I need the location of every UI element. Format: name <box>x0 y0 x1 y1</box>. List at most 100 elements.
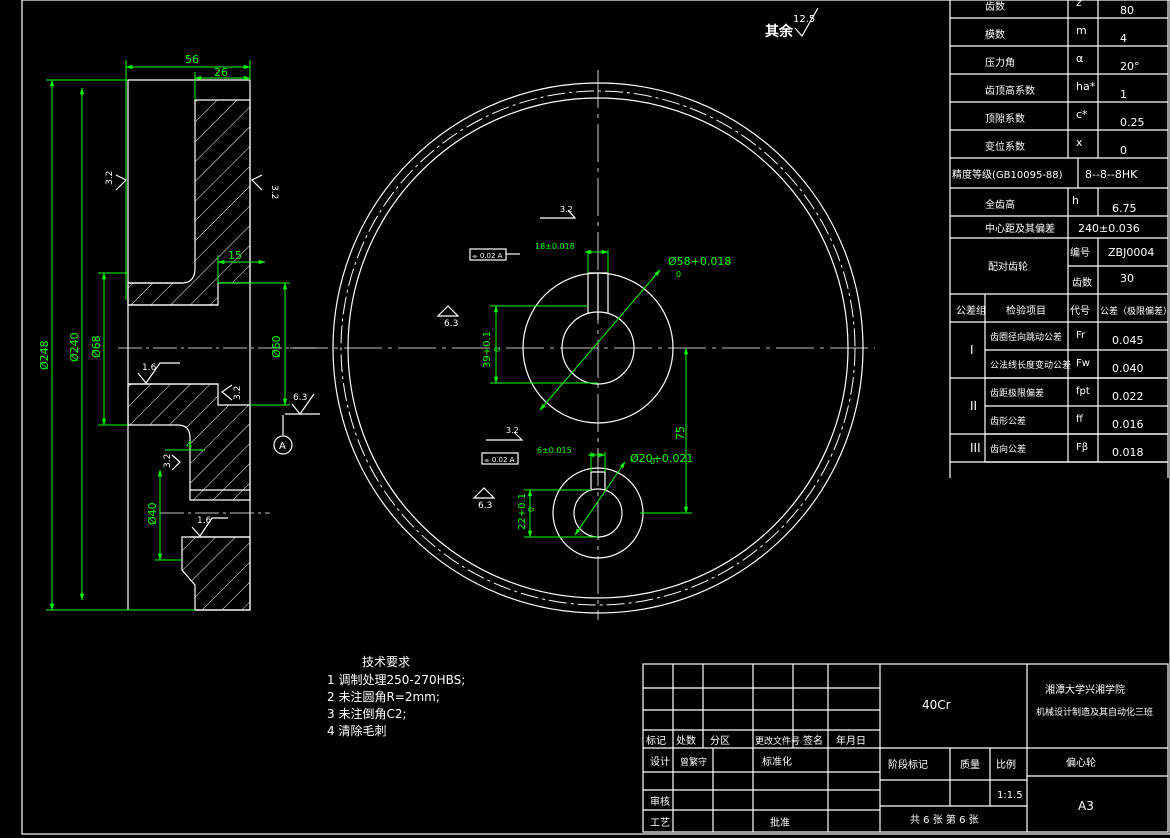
full-depth-symbol: h <box>1072 194 1079 207</box>
param-symbol-2: α <box>1076 52 1083 65</box>
param-value-4: 0.25 <box>1120 116 1145 129</box>
tb-class: 机械设计制造及其自动化三班 <box>1036 706 1153 718</box>
tb-stage: 阶段标记 <box>888 758 928 771</box>
hole1-depth-tol: 0 <box>493 347 502 352</box>
tol-item-1-1: 齿形公差 <box>990 415 1026 427</box>
tb-designer: 曾繁守 <box>680 756 707 768</box>
param-symbol-0: z <box>1076 0 1082 9</box>
tol-code-2-0: Fβ <box>1076 442 1088 453</box>
mating-teeth-value: 30 <box>1120 272 1134 285</box>
tol-group-2: III <box>970 441 981 455</box>
tb-rev-mark: 标记 <box>646 735 666 747</box>
tol-value-1-0: 0.022 <box>1112 390 1144 403</box>
svg-text:⌯ 0.02 A: ⌯ 0.02 A <box>484 456 515 464</box>
tol-code-1-1: ff <box>1076 414 1084 425</box>
hole1-width-dim: 18±0.018 <box>535 242 575 251</box>
tol-item-2-0: 齿向公差 <box>990 443 1026 455</box>
param-symbol-5: x <box>1076 136 1083 149</box>
hole1-diameter-tol: 0 <box>676 270 681 279</box>
dim-15: 15 <box>228 249 242 262</box>
datum-a: A <box>279 441 286 452</box>
tol-header-group: 公差组 <box>956 304 986 317</box>
tech-req-item-1: 1 调制处理250-270HBS; <box>327 673 465 687</box>
tb-scale-label: 比例 <box>996 758 1016 771</box>
param-symbol-4: c* <box>1076 108 1088 121</box>
hole2-depth-dim: 22+0.1 <box>517 493 528 530</box>
dim-4: 4 <box>186 440 192 451</box>
tol-item-0-0: 齿圈径向跳动公差 <box>990 331 1062 343</box>
center-dist-label: 中心距及其偏差 <box>985 222 1055 235</box>
tol-group-1: II <box>970 399 977 413</box>
tol-item-1-0: 齿距极限偏差 <box>990 387 1044 399</box>
hole1-roughness-6-3: 6.3 <box>444 319 458 329</box>
hole1-depth-dim: 39+0.1 <box>482 331 493 368</box>
dim-d240: Ø240 <box>68 332 81 362</box>
precision-value: 8--8--8HK <box>1085 168 1138 181</box>
tb-review: 审核 <box>650 795 670 808</box>
tol-value-1-1: 0.016 <box>1112 418 1144 431</box>
tb-school: 湘潭大学兴湘学院 <box>1045 683 1125 696</box>
tol-value-2-0: 0.018 <box>1112 446 1144 459</box>
tb-size: A3 <box>1078 799 1094 813</box>
hole2-width-dim: 6±0.015 <box>537 446 572 455</box>
hole2-roughness-6-3: 6.3 <box>478 501 492 511</box>
roughness-1-6-a: 1.6 <box>142 363 157 373</box>
tol-value-0-1: 0.040 <box>1112 362 1144 375</box>
param-value-3: 1 <box>1120 88 1127 101</box>
svg-text:⌯ 0.02 A: ⌯ 0.02 A <box>472 252 503 260</box>
tol-code-0-1: Fw <box>1076 358 1090 369</box>
roughness-rest-label: 其余 <box>765 23 794 40</box>
tb-sheets: 共 6 张 第 6 张 <box>910 813 979 826</box>
tb-material: 40Cr <box>922 698 951 712</box>
title-block: 标记 处数 分区 更改文件号 签名 年月日 设计 曾繁守 标准化 审核 工艺 批… <box>642 663 1169 833</box>
tol-group-0: I <box>970 343 974 357</box>
tb-design: 设计 <box>650 755 670 768</box>
tb-rev-date: 年月日 <box>836 734 866 747</box>
param-value-2: 20° <box>1120 60 1140 73</box>
tech-req-item-4: 4 清除毛刺 <box>327 723 386 738</box>
roughness-3-2-right: 3.2 <box>269 185 279 199</box>
mating-code-label: 编号 <box>1070 246 1090 259</box>
tech-requirements: 技术要求 1 调制处理250-270HBS; 2 未注圆角R=2mm; 3 未注… <box>327 655 465 738</box>
tol-header-item: 检验项目 <box>1006 304 1046 317</box>
tb-weight: 质量 <box>960 759 980 771</box>
hole2-depth-tol: 0 <box>527 507 536 512</box>
tb-rev-sign: 签名 <box>803 734 823 747</box>
dim-56: 56 <box>185 53 199 66</box>
param-name-3: 齿顶高系数 <box>985 84 1035 97</box>
roughness-3-2-lower: 3.2 <box>163 454 173 468</box>
param-name-4: 顶隙系数 <box>985 112 1025 125</box>
roughness-3-2-bore: 3.2 <box>233 386 243 400</box>
param-name-5: 变位系数 <box>985 140 1025 153</box>
full-depth-label: 全齿高 <box>985 198 1015 211</box>
hole2-tolerance-frame: ⌯ 0.02 A <box>481 452 519 465</box>
dim-d40: Ø40 <box>146 502 159 525</box>
dim-26: 26 <box>214 66 228 79</box>
hole2-diameter-dim: Ø20+0.021 <box>630 452 693 465</box>
tol-item-0-1: 公法线长度变动公差 <box>990 359 1071 371</box>
hatch-upper-web <box>127 99 251 306</box>
roughness-1-6-b: 1.6 <box>197 516 212 526</box>
tb-craft: 工艺 <box>650 817 670 829</box>
hole1-diameter-dim: Ø58+0.018 <box>668 255 731 268</box>
full-depth-value: 6.75 <box>1112 202 1137 215</box>
hole2-diameter-tol: 0 <box>650 457 655 466</box>
front-view: 18±0.018 Ø58+0.018 0 39+0.1 0 ⌯ 0.02 A 3… <box>290 70 875 620</box>
tol-code-1-0: fpt <box>1076 386 1090 397</box>
hatch-bottom-hub <box>181 536 251 611</box>
param-value-0: 80 <box>1120 4 1134 17</box>
dim-d68: Ø68 <box>90 335 103 358</box>
drawing-frame <box>21 0 1170 835</box>
side-section-view: 56 26 Ø248 Ø240 Ø68 Ø60 15 Ø40 <box>38 53 320 611</box>
param-name-1: 模数 <box>985 28 1005 41</box>
param-symbol-1: m <box>1076 24 1087 37</box>
dim-d248: Ø248 <box>38 340 51 370</box>
hole1-roughness-3-2: 3.2 <box>560 205 573 214</box>
param-name-2: 压力角 <box>985 56 1015 69</box>
precision-label: 精度等级(GB10095-88) <box>952 168 1063 181</box>
tol-code-0-0: Fr <box>1076 330 1086 341</box>
roughness-6-3: 6.3 <box>293 393 307 403</box>
hole1-tolerance-frame: ⌯ 0.02 A <box>469 248 520 261</box>
